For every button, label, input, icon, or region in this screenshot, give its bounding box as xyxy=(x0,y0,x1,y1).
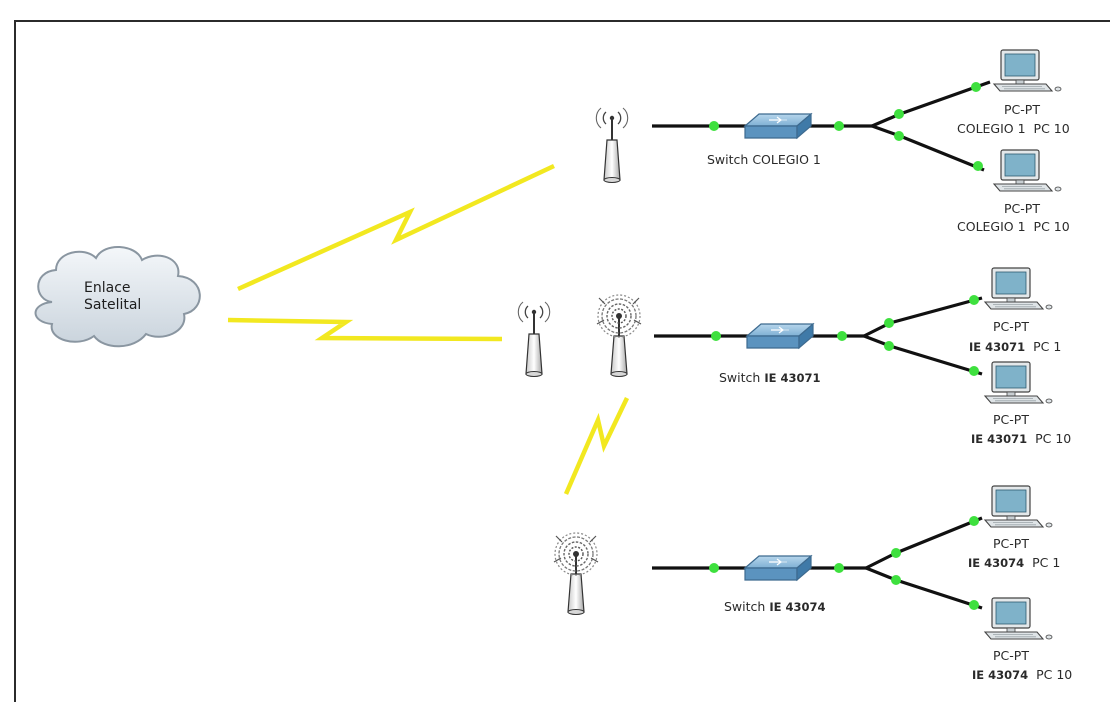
cloud-label: Enlace Satelital xyxy=(84,280,141,314)
switch-icon[interactable] xyxy=(744,113,812,139)
pc-icon[interactable] xyxy=(984,485,1053,528)
wireless-antenna-icon[interactable] xyxy=(596,294,642,378)
pc-number-label: PC 10 xyxy=(1036,667,1073,682)
cable-group-ie-43074 xyxy=(652,516,983,610)
pc-type-label: PC-PT xyxy=(993,536,1029,551)
switch-icon[interactable] xyxy=(746,323,814,349)
pc-icon[interactable] xyxy=(993,49,1062,92)
pc-number-label: PC 10 xyxy=(1033,121,1070,136)
diagram-frame xyxy=(14,20,1110,702)
pc-type-label: PC-PT xyxy=(993,648,1029,663)
switch-label-prefix: Switch xyxy=(724,599,766,614)
switch-label-name: IE 43074 xyxy=(769,600,826,614)
wireless-link-2 xyxy=(227,317,503,342)
pc-number-label: PC 10 xyxy=(1035,431,1072,446)
switch-label-name: IE 43071 xyxy=(764,371,821,385)
pc-type-label: PC-PT xyxy=(1004,201,1040,216)
wireless-antenna-icon[interactable] xyxy=(517,301,551,378)
pc-name-label: COLEGIO 1 PC 10 xyxy=(957,122,1070,136)
pc-name-label: COLEGIO 1 PC 10 xyxy=(957,220,1070,234)
pc-number-label: PC 1 xyxy=(1032,555,1061,570)
cable-group-colegio-1 xyxy=(652,80,991,172)
switch-label-prefix: Switch xyxy=(719,370,761,385)
pc-name-label: IE 43071 PC 10 xyxy=(971,431,1072,447)
pc-site-label: IE 43071 xyxy=(971,432,1028,446)
pc-type-label: PC-PT xyxy=(993,412,1029,427)
switch-icon[interactable] xyxy=(744,555,812,581)
port-indicators xyxy=(709,82,983,610)
switch-label-prefix: Switch xyxy=(707,152,749,167)
cloud-label-line2: Satelital xyxy=(84,297,142,313)
pc-name-label: IE 43071 PC 1 xyxy=(969,339,1062,355)
pc-site-label: IE 43074 xyxy=(968,556,1025,570)
wireless-antenna-icon[interactable] xyxy=(553,532,599,616)
pc-site-label: COLEGIO 1 xyxy=(957,121,1026,136)
satellite-cloud-icon[interactable] xyxy=(34,245,201,348)
pc-icon[interactable] xyxy=(984,361,1053,404)
pc-icon[interactable] xyxy=(984,597,1053,640)
cloud-label-line1: Enlace xyxy=(84,280,131,296)
pc-icon[interactable] xyxy=(993,149,1062,192)
pc-number-label: PC 1 xyxy=(1033,339,1062,354)
switch-label: Switch IE 43074 xyxy=(724,599,826,615)
wireless-antenna-icon[interactable] xyxy=(595,107,629,184)
pc-icon[interactable] xyxy=(984,267,1053,310)
pc-type-label: PC-PT xyxy=(993,319,1029,334)
pc-site-label: IE 43071 xyxy=(969,340,1026,354)
pc-site-label: COLEGIO 1 xyxy=(957,219,1026,234)
pc-site-label: IE 43074 xyxy=(972,668,1029,682)
pc-name-label: IE 43074 PC 1 xyxy=(968,555,1061,571)
wireless-link-1 xyxy=(237,163,555,292)
switch-label: Switch COLEGIO 1 xyxy=(707,153,821,167)
wireless-link-3 xyxy=(563,397,630,495)
pc-number-label: PC 10 xyxy=(1033,219,1070,234)
pc-type-label: PC-PT xyxy=(1004,102,1040,117)
pc-name-label: IE 43074 PC 10 xyxy=(972,667,1073,683)
cable-group-ie-43071 xyxy=(654,296,983,376)
switch-label-name: COLEGIO 1 xyxy=(752,152,821,167)
switch-label: Switch IE 43071 xyxy=(719,370,821,386)
